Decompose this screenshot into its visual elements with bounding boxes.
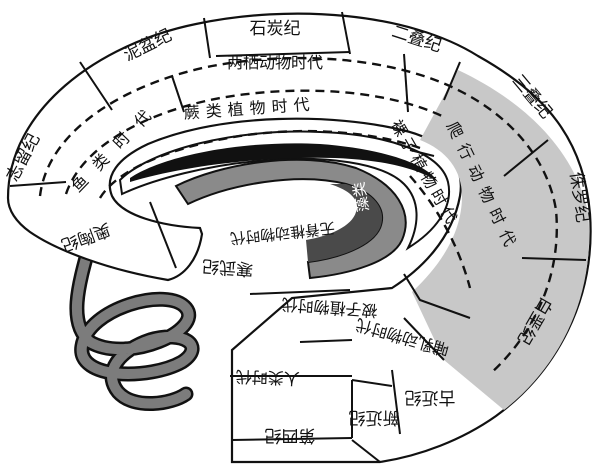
period-label-carboniferous: 石炭纪 — [250, 19, 301, 39]
period-label-neogene: 新近纪 — [349, 407, 400, 427]
period-label-paleogene: 古近纪 — [405, 387, 456, 407]
period-label-cambrian: 寒武纪 — [202, 255, 254, 279]
era-label-human: 人类时代 — [235, 367, 300, 388]
period-label-quaternary: 第四纪 — [265, 425, 316, 445]
era-label-amphibian: 两栖动物时代 — [227, 53, 323, 72]
